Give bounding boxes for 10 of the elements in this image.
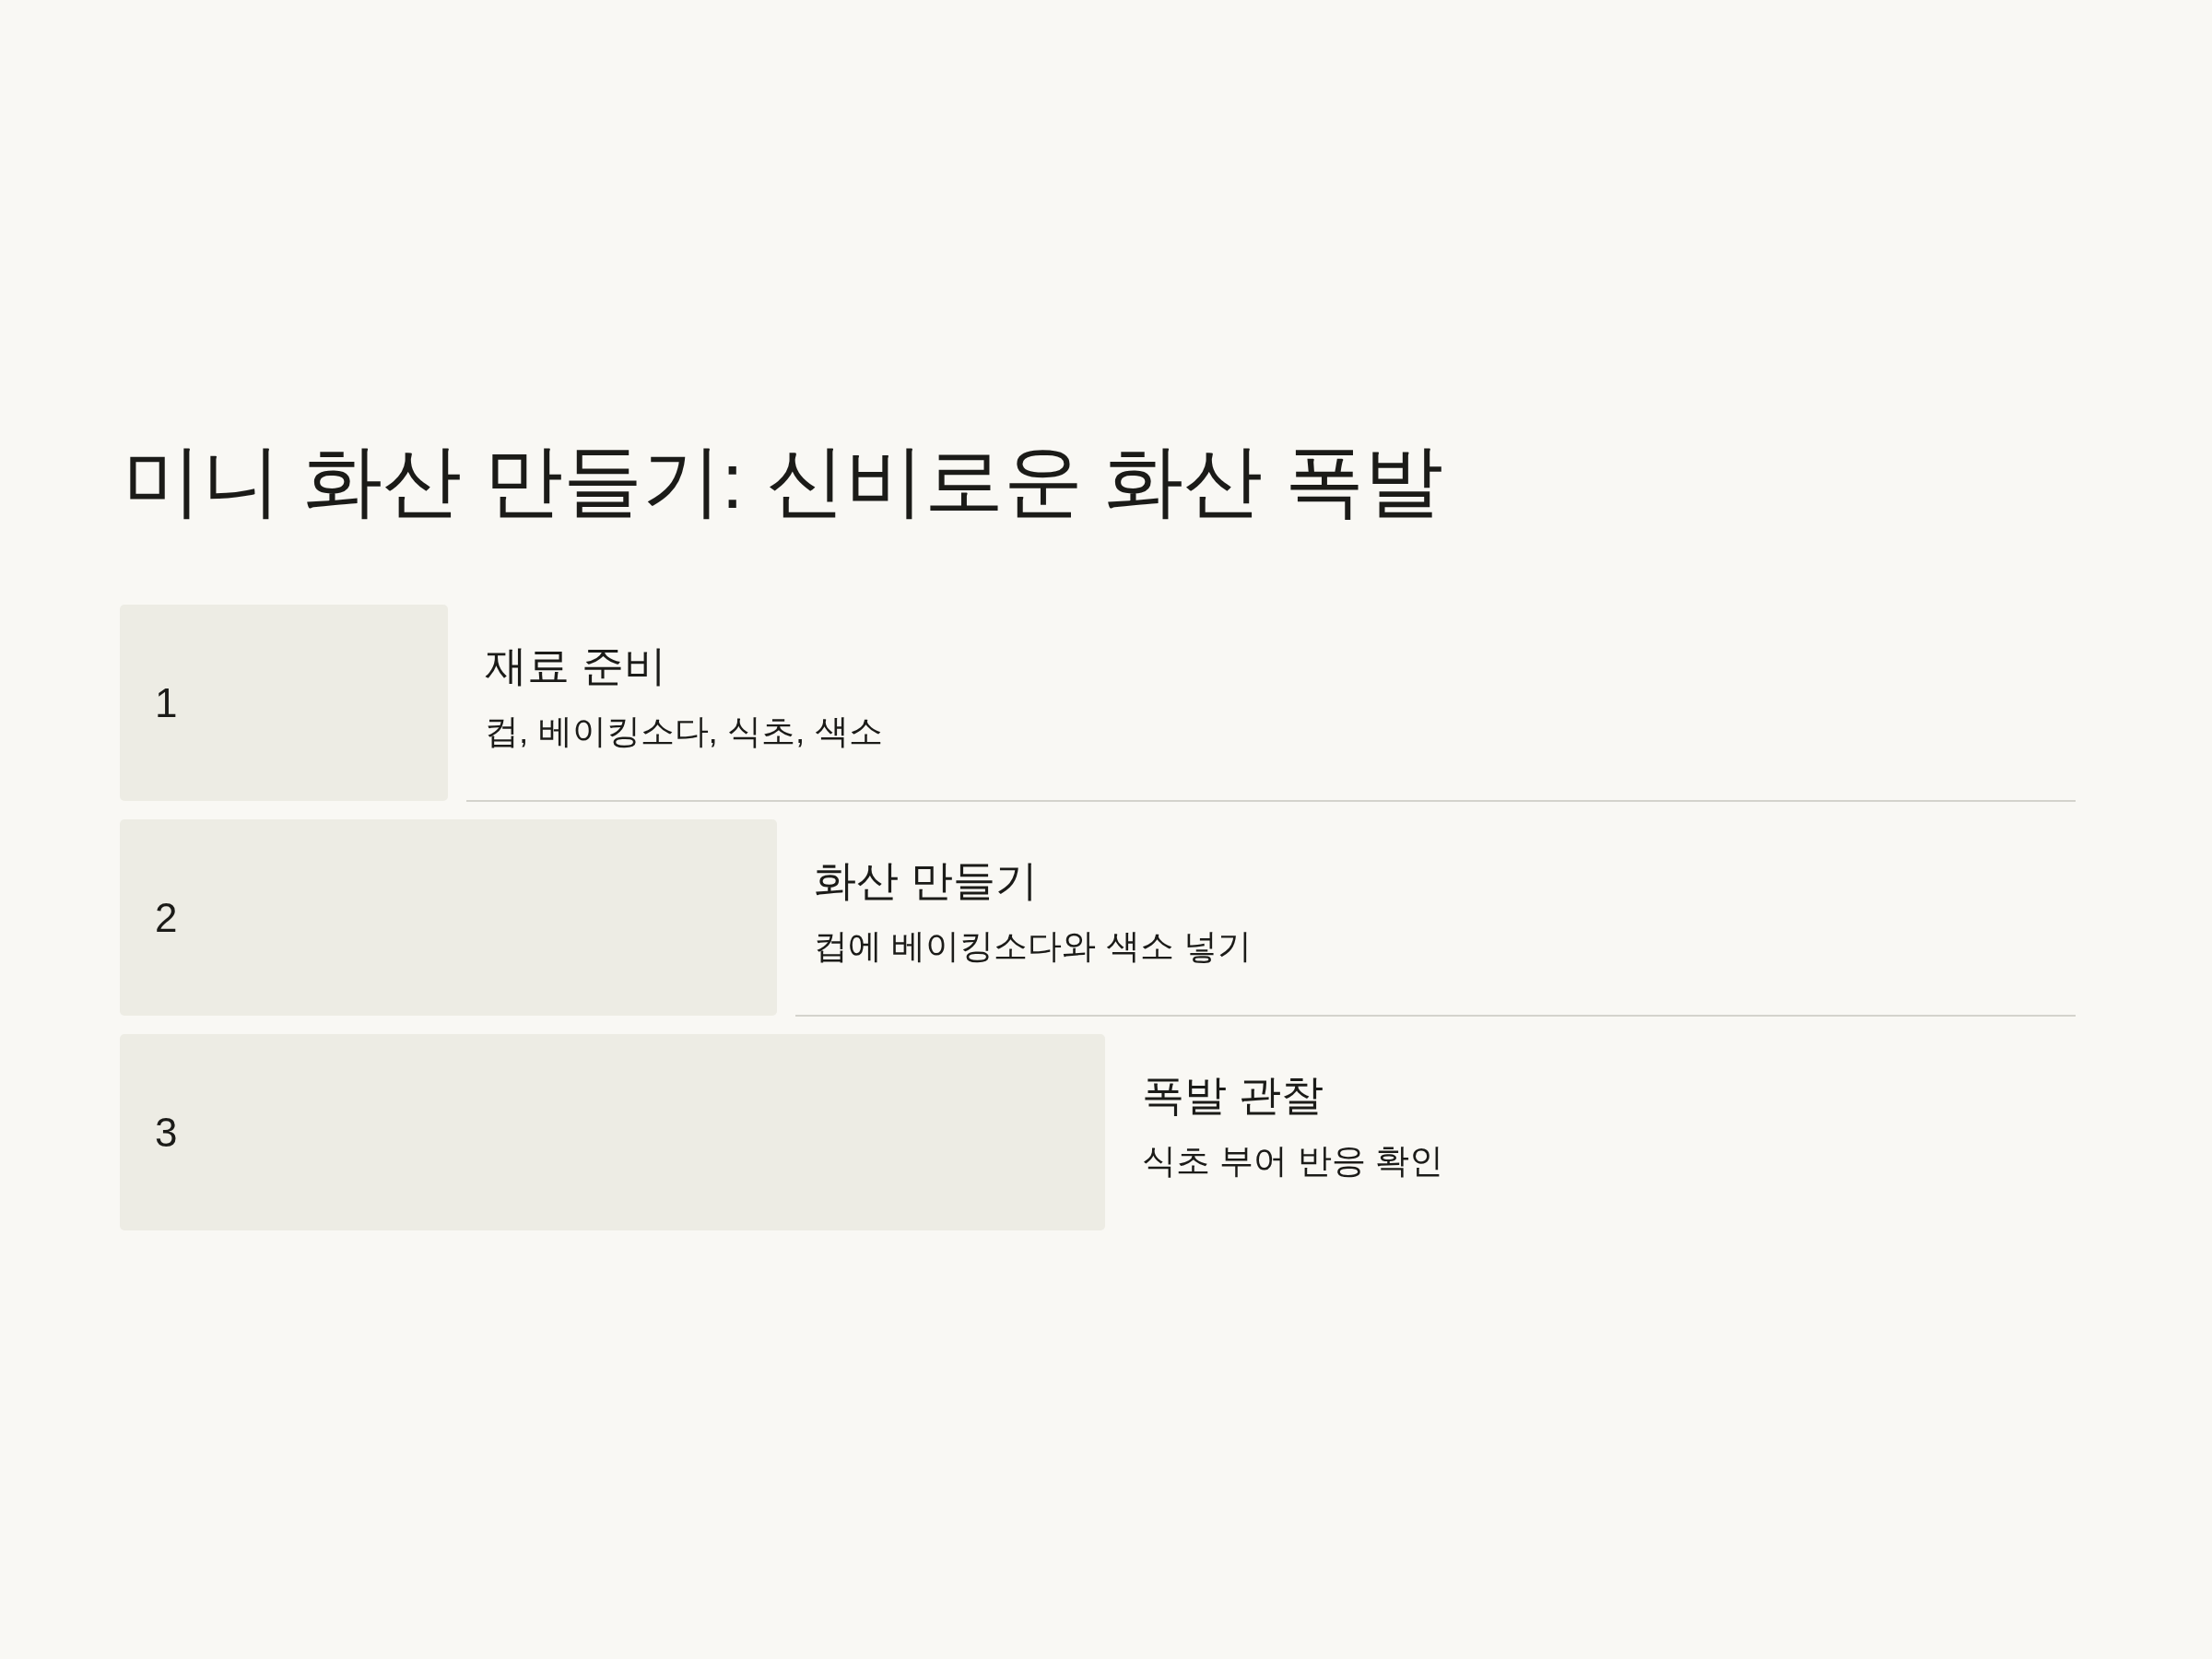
step-number: 1	[155, 680, 178, 725]
step-description: 식초 부어 반응 확인	[1142, 1142, 1443, 1182]
step-description: 컵에 베이킹소다와 색소 넣기	[814, 927, 1252, 967]
title: 미니 화산 만들기: 신비로운 화산 폭발	[123, 437, 1444, 524]
step-number: 3	[155, 1110, 178, 1155]
step-heading: 화산 만들기	[814, 856, 1038, 905]
step-heading: 재료 준비	[485, 641, 666, 690]
step-description: 컵, 베이킹소다, 식초, 색소	[485, 712, 883, 752]
step-heading: 폭발 관찰	[1142, 1071, 1324, 1120]
step-number: 2	[155, 895, 178, 940]
